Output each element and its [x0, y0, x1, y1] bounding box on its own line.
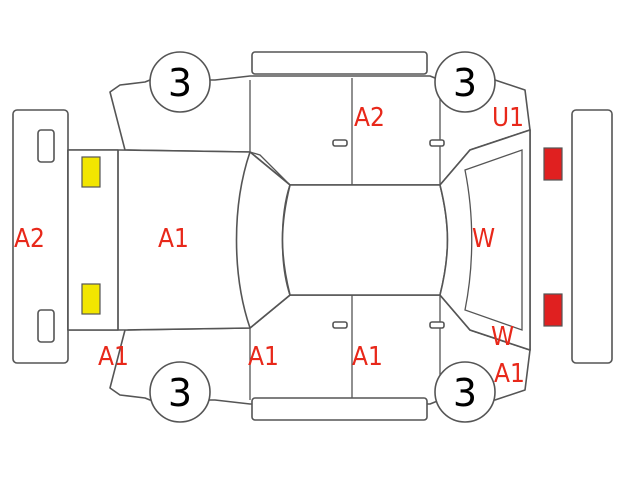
front-lamp-top	[81, 156, 101, 188]
wheel-rear-bottom-label: 3	[453, 371, 477, 415]
rear-bumper	[571, 109, 613, 364]
damage-hood: A1	[158, 224, 189, 254]
wheel-rear-top-label: 3	[453, 61, 477, 105]
wheel-rear-bottom: 3	[434, 361, 496, 423]
rear-lamp-bottom	[543, 293, 563, 327]
damage-rear-left-quarter-w: W	[491, 322, 514, 352]
wheel-rear-top: 3	[434, 51, 496, 113]
front-lamp-bottom	[81, 283, 101, 315]
rear-lamp-top	[543, 147, 563, 181]
damage-front-left-door: A1	[248, 342, 279, 372]
damage-rear-right-door: A2	[354, 103, 385, 133]
damage-rear-left-quarter: A1	[494, 359, 525, 389]
wheel-front-bottom-label: 3	[168, 371, 192, 415]
damage-front-left-fender: A1	[98, 342, 129, 372]
car-body	[67, 51, 531, 421]
wheel-front-top-label: 3	[168, 61, 192, 105]
wheel-front-bottom: 3	[149, 361, 211, 423]
damage-front-bumper: A2	[14, 224, 45, 254]
wheel-front-top: 3	[149, 51, 211, 113]
damage-rear-left-door: A1	[352, 342, 383, 372]
damage-rear-right-quarter: U1	[492, 103, 524, 133]
damage-rear-glass: W	[472, 224, 495, 254]
